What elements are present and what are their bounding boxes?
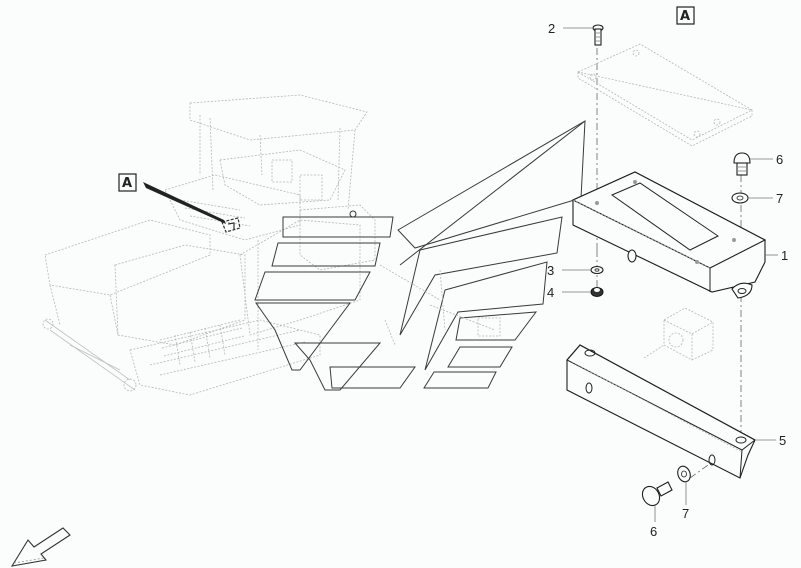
hidden-component xyxy=(643,307,714,361)
reference-box xyxy=(118,173,137,192)
bracket-location xyxy=(221,217,241,233)
callout-5: 5 xyxy=(779,433,786,448)
part-6-bolt-bottom xyxy=(641,481,673,507)
callout-3: 3 xyxy=(547,263,554,278)
hopper xyxy=(44,219,211,296)
part-1-housing xyxy=(571,171,767,299)
callout-6-top: 6 xyxy=(776,152,783,167)
part-7-washer-bottom xyxy=(677,465,691,483)
part-6-bolt-top xyxy=(733,152,751,176)
callout-4: 4 xyxy=(547,285,554,300)
callout-1: 1 xyxy=(781,248,788,263)
paver-machine xyxy=(42,94,376,396)
part-5-angle-bracket xyxy=(566,344,756,479)
callout-2: 2 xyxy=(548,21,555,36)
detail-reference-box xyxy=(676,6,695,25)
part-7-washer-top xyxy=(731,192,749,204)
mounting-plate xyxy=(577,43,753,141)
machine-callout-a: A xyxy=(118,173,226,224)
canopy-roof xyxy=(189,94,368,141)
pointer-wedge xyxy=(143,182,226,224)
callout-6-bottom: 6 xyxy=(650,524,657,539)
direction-arrow-icon xyxy=(10,527,71,567)
crawler-track xyxy=(129,319,321,396)
part-2-screw xyxy=(592,24,604,46)
part-3-washer xyxy=(590,265,604,275)
mount-point xyxy=(349,210,357,218)
detail-reference-letter: A xyxy=(680,9,690,24)
callout-7-bottom: 7 xyxy=(682,506,689,521)
reference-letter: A xyxy=(122,176,132,191)
detail-a: A xyxy=(547,6,788,539)
part-4-nut xyxy=(590,287,604,297)
outline-bands xyxy=(254,120,586,391)
callout-7-top: 7 xyxy=(776,191,783,206)
